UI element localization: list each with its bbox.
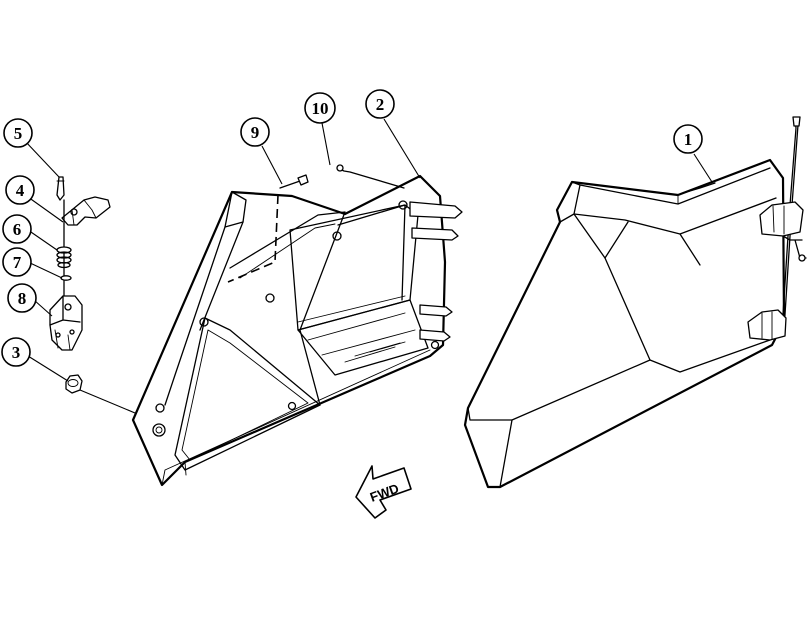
callout-10: 10: [304, 92, 336, 124]
washer-7: [60, 275, 72, 281]
svg-text:2: 2: [376, 95, 385, 114]
leader-3a: [27, 355, 69, 382]
svg-text:8: 8: [18, 289, 27, 308]
leader-9: [261, 145, 283, 185]
hinge-lower: [747, 309, 787, 341]
svg-text:10: 10: [312, 99, 329, 118]
callout-4: 4: [5, 175, 35, 205]
pin-5: [56, 176, 65, 201]
leader-4: [27, 196, 64, 223]
screw-10: [336, 164, 405, 189]
hinge-upper: [759, 201, 807, 262]
svg-text:6: 6: [13, 220, 22, 239]
callout-3: 3: [1, 337, 31, 367]
grommet-3: [65, 374, 83, 394]
svg-text:5: 5: [14, 124, 23, 143]
leader-10: [321, 122, 331, 166]
screw-9: [279, 174, 309, 189]
callout-9: 9: [240, 117, 270, 147]
callout-5: 5: [3, 118, 33, 148]
callout-6: 6: [2, 214, 32, 244]
leader-1: [693, 153, 713, 183]
door-frame-assembly: [131, 174, 463, 487]
leader-2: [383, 118, 421, 179]
forward-direction-arrow: FWD: [355, 465, 412, 519]
callout-1: 1: [673, 124, 703, 154]
hidden-line: [227, 194, 279, 283]
door-panel-assembly: [463, 158, 786, 489]
leader-5: [24, 140, 60, 178]
leader-6: [27, 229, 58, 251]
svg-text:7: 7: [13, 253, 22, 272]
svg-text:9: 9: [251, 123, 260, 142]
leader-3b: [79, 389, 136, 414]
leader-7: [27, 261, 63, 279]
svg-text:1: 1: [684, 130, 693, 149]
callout-8: 8: [7, 283, 37, 313]
latch-4: [61, 196, 111, 226]
callout-7: 7: [2, 247, 32, 277]
callout-2: 2: [365, 89, 395, 119]
svg-text:3: 3: [12, 343, 21, 362]
bracket-8: [49, 295, 83, 351]
leader-8: [33, 299, 53, 317]
svg-text:4: 4: [16, 181, 25, 200]
